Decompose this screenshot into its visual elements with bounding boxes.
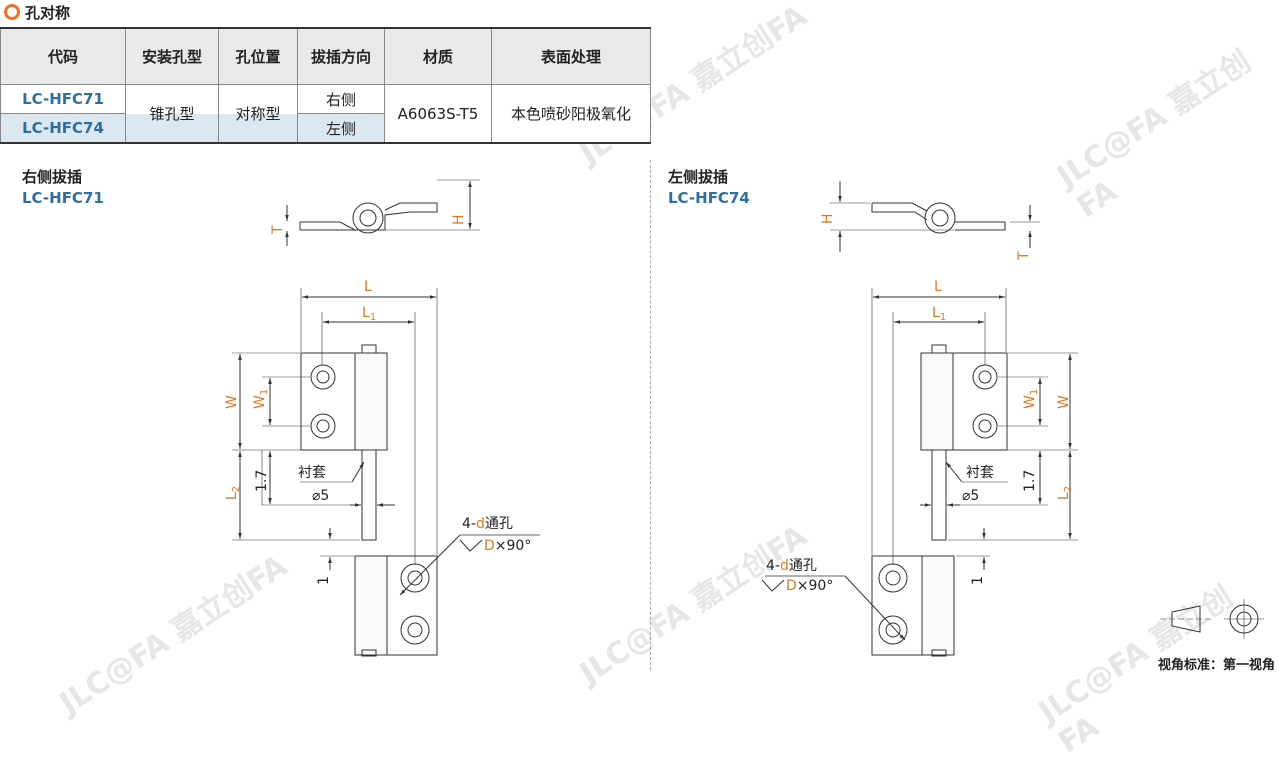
- right-front-view: [761, 288, 1078, 657]
- header-code: 代码: [0, 27, 126, 85]
- cell-direction: 右侧: [297, 84, 385, 114]
- cell-code: LC-HFC74: [0, 113, 126, 144]
- countersink-callout: D×90°: [786, 578, 833, 594]
- dim-L1: L1: [362, 305, 376, 323]
- cell-hole-position: 对称型: [218, 84, 298, 144]
- dim-phi5: ⌀5: [962, 488, 979, 504]
- cell-material: A6063S-T5: [384, 84, 492, 144]
- dim-W: W: [1056, 395, 1072, 409]
- right-view-code: LC-HFC74: [668, 189, 750, 207]
- view-divider: [650, 160, 651, 670]
- left-view-code: LC-HFC71: [22, 189, 104, 207]
- header-material: 材质: [384, 27, 492, 85]
- left-front-view: [232, 288, 540, 657]
- spec-table: 代码 安装孔型 孔位置 拔插方向 材质 表面处理 LC-HFC71 锥孔型 对称…: [0, 27, 651, 144]
- left-view-title: 右侧拔插: [22, 168, 83, 186]
- hole-callout: 4-d通孔: [766, 558, 817, 574]
- dim-L: L: [934, 279, 942, 295]
- header-direction: 拔插方向: [297, 27, 385, 85]
- label-bushing: 衬套: [298, 465, 326, 481]
- dim-1-7: 1.7: [1022, 470, 1038, 492]
- cell-surface: 本色喷砂阳极氧化: [491, 84, 651, 144]
- table-row: LC-HFC74 左侧: [0, 113, 651, 144]
- table-header-row: 代码 安装孔型 孔位置 拔插方向 材质 表面处理: [0, 27, 651, 85]
- header-hole-position: 孔位置: [218, 27, 298, 85]
- dim-W: W: [224, 395, 240, 409]
- header-surface: 表面处理: [491, 27, 651, 85]
- table-row: LC-HFC71 锥孔型 对称型 右侧 A6063S-T5 本色喷砂阳极氧化: [0, 84, 651, 144]
- technical-drawing: H T: [224, 179, 1264, 657]
- section-title-text: 孔对称: [25, 3, 71, 22]
- label-bushing: 衬套: [966, 465, 994, 481]
- dim-L: L: [364, 279, 372, 295]
- header-hole-type: 安装孔型: [125, 27, 219, 85]
- dim-L2: L2: [224, 486, 242, 500]
- section-title: 孔对称: [4, 2, 70, 22]
- dim-T: T: [1016, 251, 1032, 261]
- dim-L2: L2: [1056, 486, 1074, 500]
- dim-W1: W1: [252, 389, 270, 409]
- dim-T: T: [270, 225, 286, 235]
- hole-callout: 4-d通孔: [462, 516, 513, 532]
- cell-direction: 左侧: [297, 113, 385, 144]
- dim-1: 1: [970, 576, 986, 585]
- left-top-view: [285, 179, 480, 246]
- dim-1: 1: [316, 576, 332, 585]
- countersink-callout: D×90°: [484, 538, 531, 554]
- dim-1-7: 1.7: [254, 470, 270, 492]
- right-top-view: [830, 181, 1040, 252]
- dim-H: H: [451, 214, 467, 225]
- dim-W1: W1: [1022, 389, 1040, 409]
- cell-code: LC-HFC71: [0, 84, 126, 114]
- right-view-title: 左侧拔插: [668, 168, 729, 186]
- dim-H: H: [820, 213, 836, 224]
- view-standard-label: 视角标准：第一视角: [1157, 658, 1275, 673]
- dim-L1: L1: [932, 305, 946, 323]
- dim-phi5: ⌀5: [312, 488, 329, 504]
- projection-symbol-icon: [1160, 599, 1264, 639]
- circle-bullet-icon: [4, 4, 20, 20]
